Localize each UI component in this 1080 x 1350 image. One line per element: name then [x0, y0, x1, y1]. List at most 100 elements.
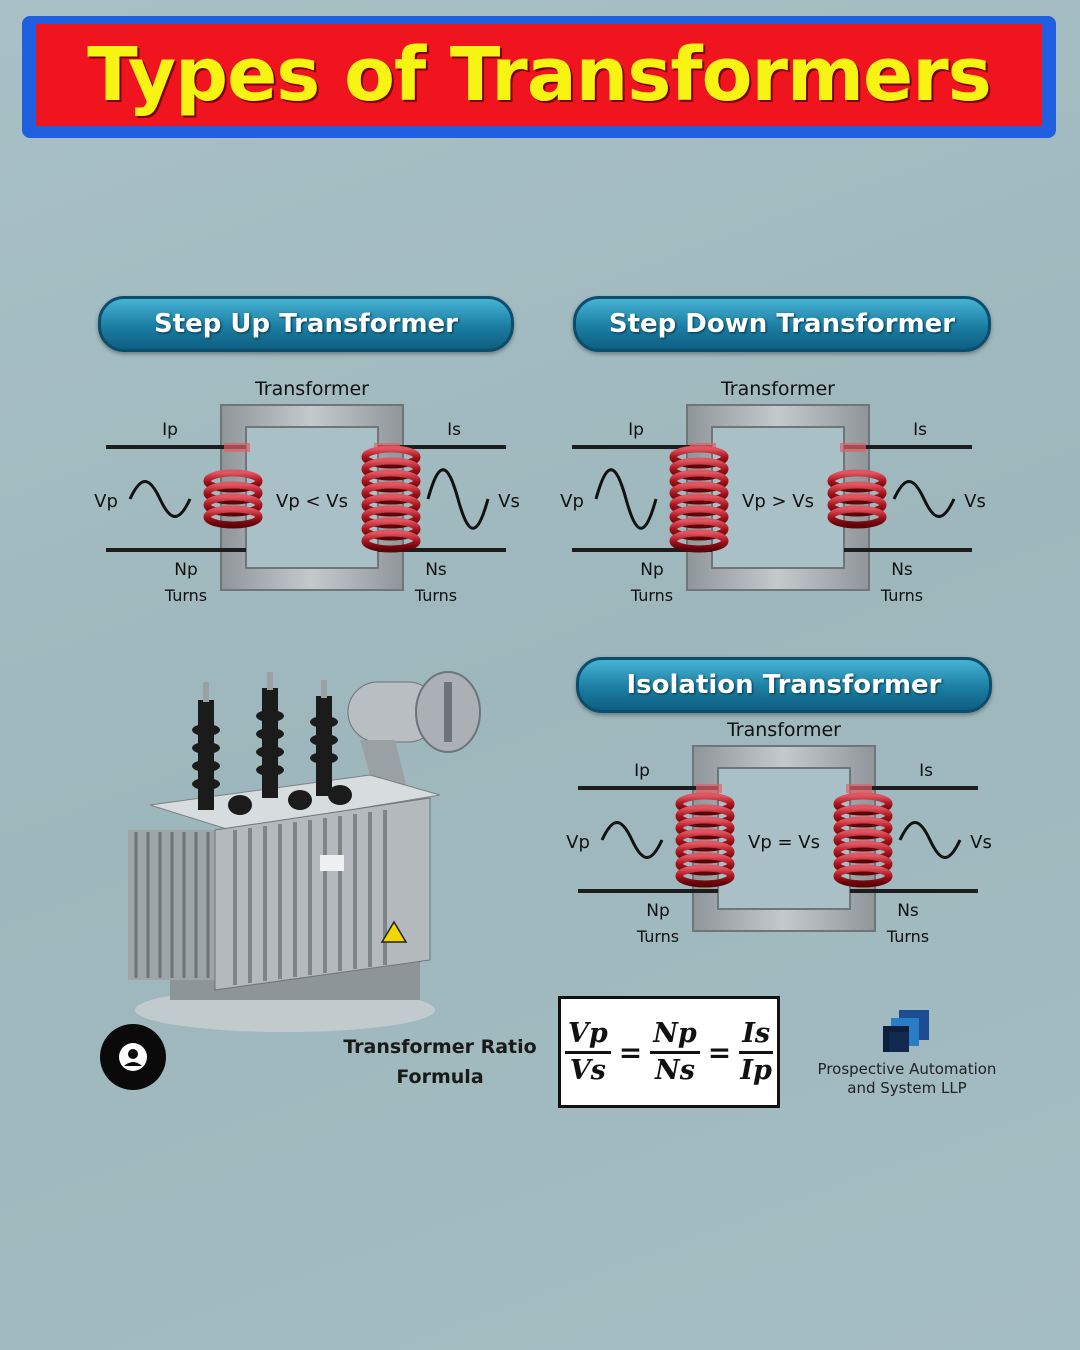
primary-turns-label: Turns — [164, 586, 207, 605]
title-banner-inner: Types of Transformers — [36, 24, 1042, 126]
coil-turn — [669, 517, 729, 541]
formula-np: Np — [650, 1017, 700, 1054]
transformer-photo — [128, 671, 481, 1032]
vs-label: Vs — [964, 491, 986, 512]
secondary-coil — [833, 792, 893, 888]
user-icon — [119, 1043, 147, 1071]
company-name-line1: Prospective Automation — [817, 1060, 997, 1078]
formula-is: Is — [739, 1017, 774, 1054]
ns-label: Ns — [891, 560, 913, 580]
coil-turn — [361, 469, 421, 493]
coil-turn — [203, 493, 263, 517]
formula-ns: Ns — [655, 1054, 695, 1086]
is-label: Is — [919, 761, 933, 781]
coil-turn — [361, 457, 421, 481]
isolation-title: Isolation Transformer — [576, 657, 992, 713]
contact-glow — [846, 784, 872, 793]
secondary-turns-label: Turns — [880, 586, 923, 605]
coil-turn — [669, 481, 729, 505]
core-label: Transformer — [720, 378, 835, 400]
formula-label-line1: Transformer Ratio — [343, 1036, 537, 1058]
coil-turn — [669, 493, 729, 517]
coil-turn — [833, 828, 893, 852]
coil-turn — [675, 804, 735, 828]
step-down-title: Step Down Transformer — [573, 296, 991, 352]
fraction-vp-vs: Vp Vs — [564, 1017, 611, 1088]
coil-turn — [833, 804, 893, 828]
coil-turn — [675, 840, 735, 864]
contact-glow — [840, 443, 866, 452]
equals-sign: = — [707, 1035, 732, 1069]
formula-vp: Vp — [564, 1017, 611, 1054]
primary-wave-icon — [594, 468, 658, 530]
coil-turn — [669, 529, 729, 553]
vp-label: Vp — [566, 832, 590, 853]
coil-turn — [361, 481, 421, 505]
ip-label: Ip — [628, 420, 644, 440]
core-window — [717, 767, 851, 910]
secondary-wave-icon — [426, 468, 490, 530]
equals-sign: = — [618, 1035, 643, 1069]
core-label: Transformer — [254, 378, 369, 400]
avatar-icon[interactable] — [100, 1024, 166, 1090]
coil-turn — [361, 445, 421, 469]
coil-turn — [203, 505, 263, 529]
coil-turn — [675, 828, 735, 852]
coil-turn — [675, 792, 735, 816]
company-name-line2: and System LLP — [847, 1079, 967, 1097]
ns-label: Ns — [897, 901, 919, 921]
secondary-coil — [827, 469, 887, 529]
coil-turn — [361, 517, 421, 541]
np-label: Np — [174, 560, 198, 580]
page-title: Types of Transformers — [87, 32, 992, 118]
np-label: Np — [646, 901, 670, 921]
primary-turns-label: Turns — [630, 586, 673, 605]
primary-wave-icon — [128, 480, 192, 518]
company-logo: Prospective Automation and System LLP — [812, 1008, 1002, 1098]
coil-turn — [675, 816, 735, 840]
voltage-relation: Vp = Vs — [748, 832, 820, 853]
coil-turn — [827, 481, 887, 505]
ns-label: Ns — [425, 560, 447, 580]
vs-label: Vs — [498, 491, 520, 512]
coil-turn — [203, 481, 263, 505]
secondary-coil — [361, 445, 421, 553]
coil-turn — [669, 505, 729, 529]
secondary-wave-icon — [898, 821, 962, 859]
primary-coil — [203, 469, 263, 529]
is-label: Is — [447, 420, 461, 440]
title-banner: Types of Transformers — [22, 16, 1056, 138]
fraction-is-ip: Is Ip — [739, 1017, 774, 1088]
vs-label: Vs — [970, 832, 992, 853]
coil-turn — [669, 469, 729, 493]
primary-coil — [675, 792, 735, 888]
formula-vs: Vs — [569, 1054, 606, 1086]
formula-label: Transformer Ratio Formula — [340, 1032, 540, 1092]
core-label: Transformer — [726, 719, 841, 741]
ip-label: Ip — [634, 761, 650, 781]
coil-turn — [827, 493, 887, 517]
vp-label: Vp — [94, 491, 118, 512]
coil-turn — [833, 852, 893, 876]
voltage-relation: Vp < Vs — [276, 491, 348, 512]
vp-label: Vp — [560, 491, 584, 512]
coil-turn — [361, 493, 421, 517]
secondary-turns-label: Turns — [414, 586, 457, 605]
contact-glow — [696, 784, 722, 793]
step-up-title: Step Up Transformer — [98, 296, 514, 352]
coil-turn — [361, 505, 421, 529]
coil-turn — [675, 852, 735, 876]
primary-turns-label: Turns — [636, 927, 679, 946]
np-label: Np — [640, 560, 664, 580]
formula-ip: Ip — [740, 1054, 772, 1086]
coil-turn — [669, 445, 729, 469]
coil-turn — [675, 864, 735, 888]
voltage-relation: Vp > Vs — [742, 491, 814, 512]
ip-label: Ip — [162, 420, 178, 440]
coil-turn — [361, 529, 421, 553]
coil-turn — [833, 840, 893, 864]
